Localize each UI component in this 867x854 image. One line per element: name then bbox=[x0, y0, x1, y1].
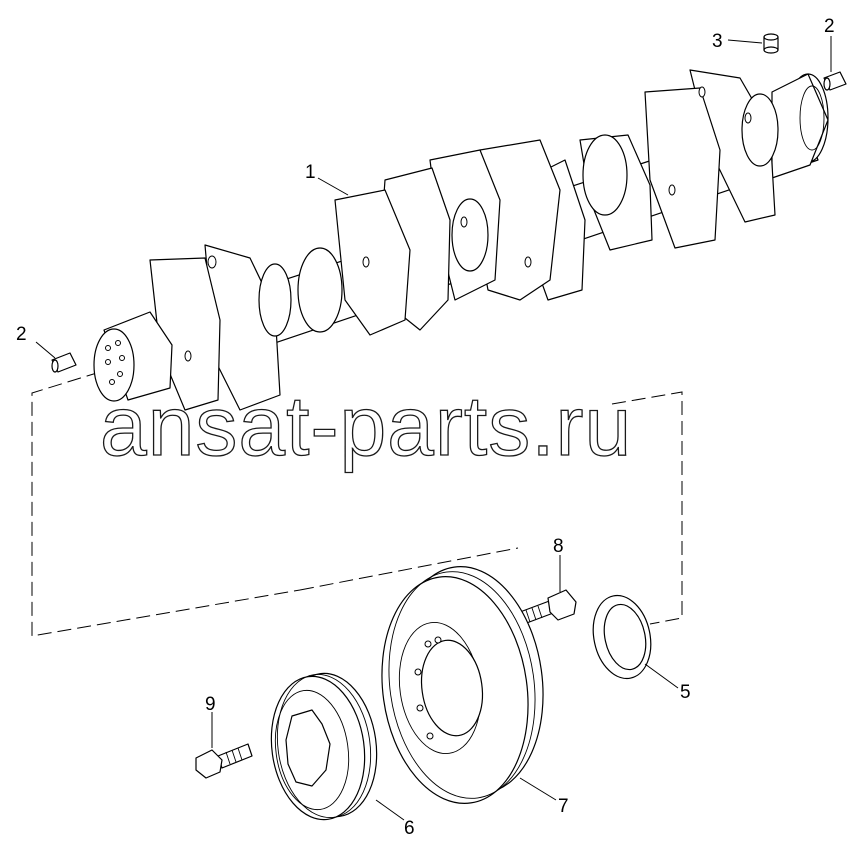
pilot-bushing bbox=[763, 33, 779, 54]
assembly-line-pulley bbox=[299, 547, 519, 591]
leader-lines bbox=[35, 36, 832, 821]
callout-1: 1 bbox=[305, 162, 316, 183]
hub-spline-bore bbox=[285, 709, 331, 787]
journal-3 bbox=[582, 134, 628, 216]
dowel-pin-left bbox=[51, 352, 77, 373]
callout-9: 9 bbox=[205, 694, 216, 715]
bolt-9 bbox=[195, 743, 253, 779]
journal-5 bbox=[258, 263, 292, 337]
assembly-line-left bbox=[31, 371, 301, 637]
journal-4 bbox=[741, 93, 779, 167]
crank-nose-face bbox=[93, 328, 135, 402]
callout-2-left: 2 bbox=[16, 324, 27, 345]
callout-7: 7 bbox=[558, 796, 569, 817]
pulley-hub bbox=[270, 672, 378, 821]
dowel-pin-right bbox=[823, 71, 847, 91]
watermark: ansat-parts.ru bbox=[100, 379, 632, 473]
crankshaft bbox=[93, 69, 829, 411]
callout-6: 6 bbox=[404, 818, 415, 839]
assembly-line-right bbox=[611, 391, 683, 625]
callout-2-right: 2 bbox=[824, 16, 835, 37]
callout-labels: 1 2 2 3 5 6 7 8 9 bbox=[16, 16, 835, 839]
callout-8: 8 bbox=[553, 536, 564, 557]
bolt-8 bbox=[519, 589, 577, 625]
seal-ring bbox=[592, 594, 652, 680]
callout-3: 3 bbox=[712, 31, 723, 52]
damper-pulley bbox=[381, 566, 544, 804]
assembly-lines bbox=[31, 371, 683, 637]
journal-1 bbox=[297, 247, 343, 333]
web-1b bbox=[334, 189, 411, 336]
callout-5: 5 bbox=[680, 682, 691, 703]
journal-2 bbox=[451, 198, 489, 272]
